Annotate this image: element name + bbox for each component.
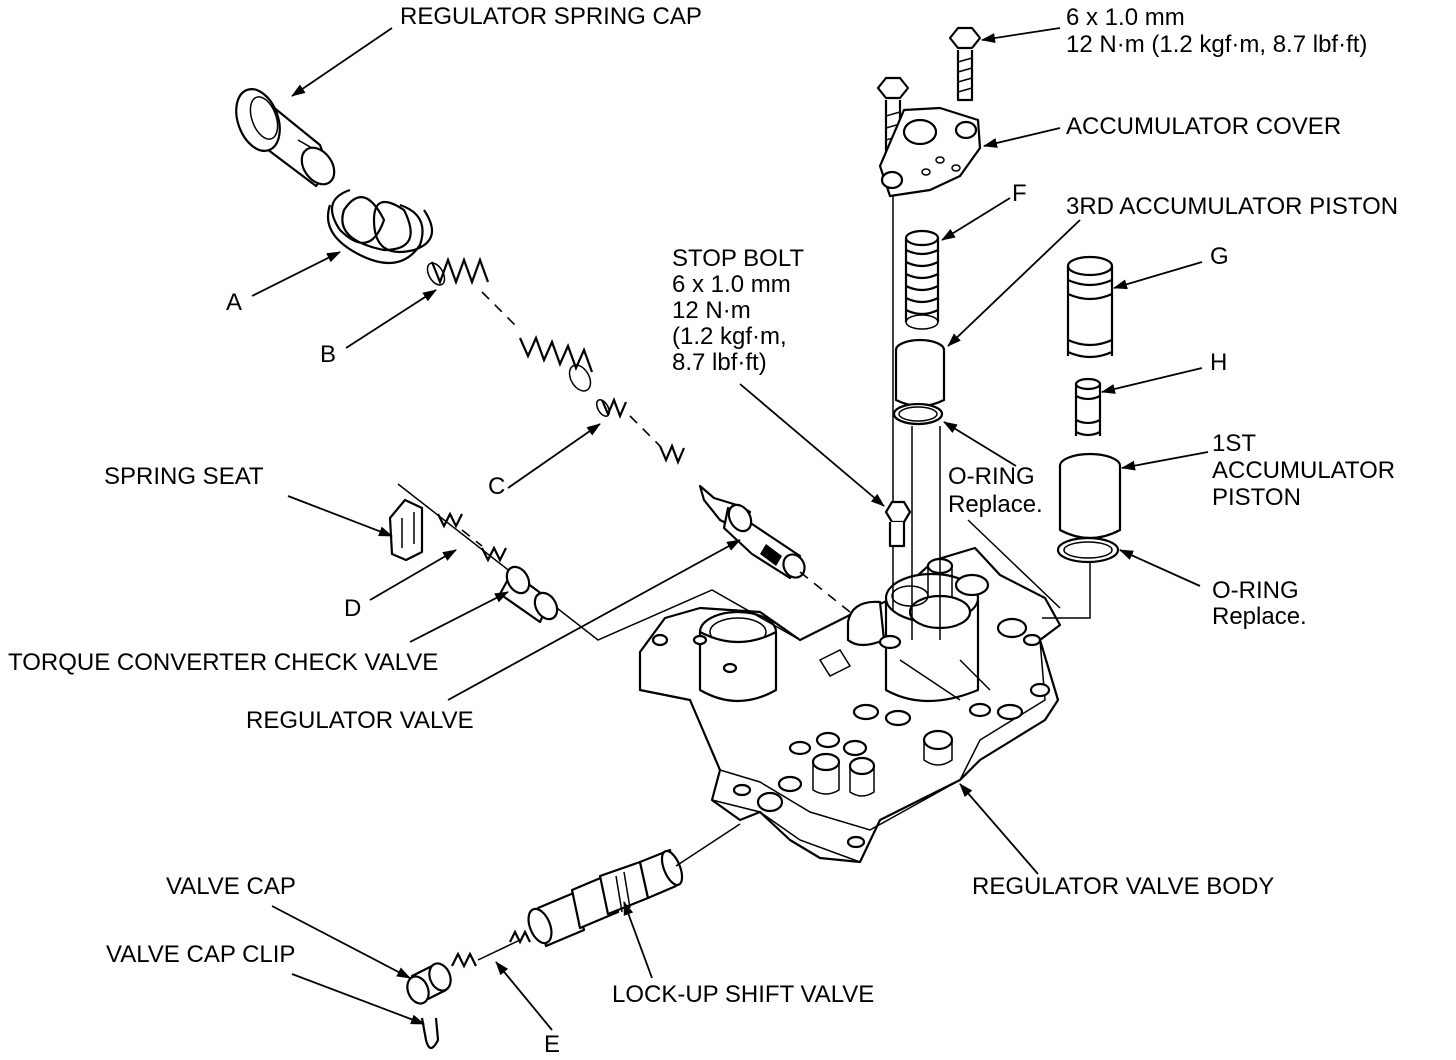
axis-lines-3rd (911, 426, 941, 640)
label-1st-acc-3: PISTON (1212, 484, 1301, 511)
label-o-ring-2: O-RING (1212, 577, 1299, 604)
label-accumulator-cover: ACCUMULATOR COVER (1066, 113, 1341, 140)
label-g: G (1210, 243, 1229, 270)
label-regulator-spring-cap: REGULATOR SPRING CAP (400, 3, 702, 30)
torque-converter-check-valve (498, 565, 559, 624)
lock-up-shift-valve (527, 848, 684, 948)
label-b: B (320, 341, 336, 368)
o-ring-3rd (892, 402, 944, 426)
label-valve-cap: VALVE CAP (166, 873, 296, 900)
label-stop-bolt-spec-1: 6 x 1.0 mm (672, 271, 791, 298)
label-bolt-spec-2: 12 N·m (1.2 kgf·m, 8.7 lbf·ft) (1066, 31, 1367, 58)
valve-cap (406, 962, 452, 1005)
label-1st-acc-2: ACCUMULATOR (1212, 457, 1395, 484)
spring-seat (388, 498, 424, 562)
label-h: H (1210, 349, 1227, 376)
stop-bolt (884, 500, 912, 548)
label-e: E (544, 1031, 560, 1058)
label-stop-bolt: STOP BOLT (672, 245, 804, 272)
regulator-valve-body (638, 546, 1062, 864)
spring-d (437, 511, 507, 563)
label-o-ring-1-replace: Replace. (948, 491, 1043, 518)
label-spring-seat: SPRING SEAT (104, 463, 264, 490)
regulator-spring-cap (235, 88, 336, 188)
third-accumulator-piston (894, 338, 946, 408)
label-bolt-spec-1: 6 x 1.0 mm (1066, 4, 1185, 31)
spring-g (1066, 255, 1114, 359)
label-torque-converter-check-valve: TORQUE CONVERTER CHECK VALVE (8, 649, 438, 676)
axis-line-spring-seat (397, 483, 801, 641)
spring-a (326, 188, 434, 265)
label-f: F (1012, 180, 1027, 207)
spring-h (1074, 377, 1102, 437)
label-a: A (226, 289, 242, 316)
leader-lines (251, 27, 1209, 1031)
bolt-top (948, 26, 982, 102)
label-regulator-valve-body: REGULATOR VALVE BODY (972, 873, 1274, 900)
regulator-valve (698, 484, 806, 580)
label-o-ring-1: O-RING (948, 463, 1035, 490)
label-c: C (488, 473, 505, 500)
spring-c (596, 397, 686, 465)
valve-cap-clip (420, 1017, 440, 1050)
first-accumulator-piston (1058, 452, 1122, 540)
label-o-ring-2-replace: Replace. (1212, 603, 1307, 630)
label-stop-bolt-spec-3: (1.2 kgf·m, (672, 323, 787, 350)
accumulator-cover (878, 106, 982, 198)
label-1st-acc-1: 1ST (1212, 430, 1256, 457)
axis-line-regulator (799, 571, 851, 613)
o-ring-1st (1056, 536, 1120, 564)
axis-lines-1st (967, 519, 1091, 619)
label-stop-bolt-spec-2: 12 N·m (672, 297, 751, 324)
label-valve-cap-clip: VALVE CAP CLIP (106, 941, 295, 968)
label-lock-up-shift-valve: LOCK-UP SHIFT VALVE (612, 981, 874, 1008)
axis-line-lock-up (675, 823, 741, 867)
spring-f (904, 229, 940, 330)
spring-e (451, 929, 531, 969)
spring-b (426, 256, 594, 392)
label-regulator-valve: REGULATOR VALVE (246, 707, 474, 734)
label-3rd-accumulator-piston: 3RD ACCUMULATOR PISTON (1066, 193, 1398, 220)
label-stop-bolt-spec-4: 8.7 lbf·ft) (672, 349, 767, 376)
label-d: D (344, 595, 361, 622)
